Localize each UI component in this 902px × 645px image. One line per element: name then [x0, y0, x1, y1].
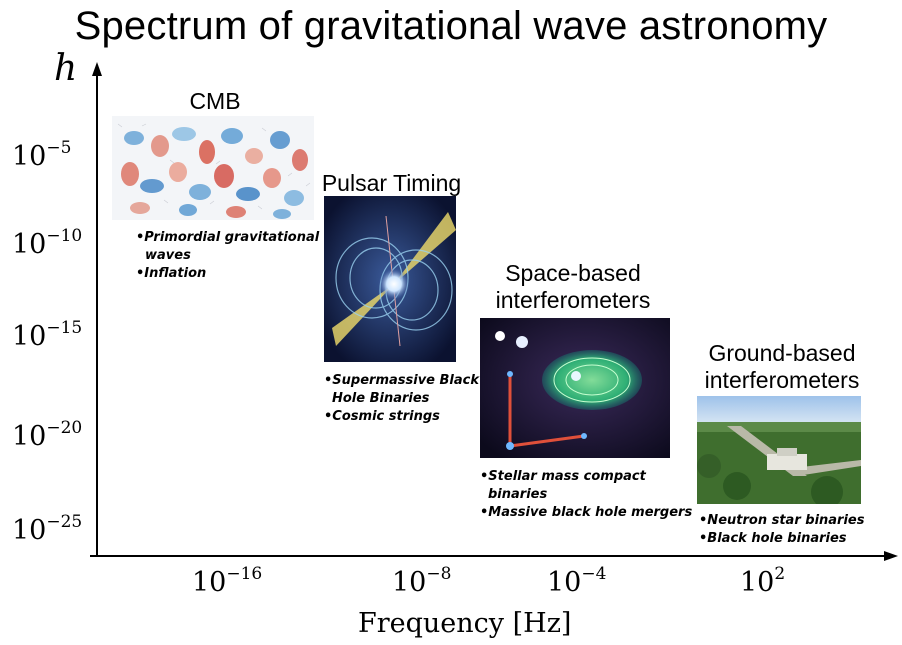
page-title: Spectrum of gravitational wave astronomy — [74, 4, 828, 48]
cmb-map-image — [112, 116, 314, 220]
bullet-item: binaries — [488, 487, 548, 502]
bullet-item: •Neutron star binaries — [699, 513, 865, 528]
bullet-item: •Inflation — [136, 266, 207, 281]
ground-interferometer-image — [697, 396, 861, 504]
pulsar-image — [324, 196, 456, 362]
band-title-cmb: CMB — [189, 88, 241, 114]
band-title-pulsar: Pulsar Timing — [321, 170, 462, 196]
band-bullets-space: •Stellar mass compact binaries •Massive … — [480, 468, 692, 522]
y-axis-symbol: h — [54, 48, 78, 89]
band-bullets-pulsar: •Supermassive Black Hole Binaries •Cosmi… — [324, 372, 479, 426]
band-bullets-cmb: •Primordial gravitational waves •Inflati… — [136, 229, 319, 283]
y-tick-label: 10−5 — [12, 138, 72, 172]
bullet-item: •Cosmic strings — [324, 409, 440, 424]
y-tick-label: 10−25 — [12, 512, 83, 546]
x-axis-title: Frequency [Hz] — [358, 608, 572, 639]
space-interferometer-image — [480, 318, 670, 458]
x-tick-label: 10−16 — [192, 564, 263, 598]
band-title-space: Space-based interferometers — [495, 260, 651, 313]
bullet-item: •Primordial gravitational — [136, 230, 320, 245]
x-axis-arrow — [884, 551, 898, 561]
x-tick-label: 102 — [740, 564, 786, 598]
y-tick-label: 10−10 — [12, 226, 83, 260]
bullet-item: •Black hole binaries — [699, 531, 847, 546]
band-bullets-ground: •Neutron star binaries •Black hole binar… — [699, 512, 864, 548]
x-tick-label: 10−4 — [547, 564, 607, 598]
bullet-item: •Stellar mass compact — [480, 469, 646, 484]
bullet-item: •Massive black hole mergers — [480, 505, 693, 520]
y-tick-label: 10−20 — [12, 418, 83, 452]
x-tick-label: 10−8 — [392, 564, 452, 598]
band-title-ground: Ground-based interferometers — [704, 340, 860, 393]
bullet-item: waves — [145, 248, 191, 263]
bullet-item: •Supermassive Black — [324, 373, 480, 388]
y-tick-label: 10−15 — [12, 318, 83, 352]
y-axis-arrow — [92, 62, 102, 76]
bullet-item: Hole Binaries — [332, 391, 430, 406]
